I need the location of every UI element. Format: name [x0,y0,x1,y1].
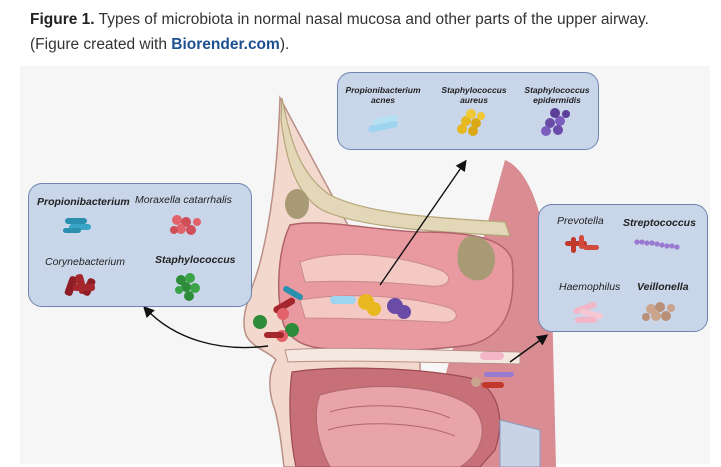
propionibacterium-acnes-cluster [368,114,398,133]
airway [499,419,541,467]
figure-caption: Figure 1. Types of microbiota in normal … [30,7,700,57]
sphenoid-sinus [457,236,496,281]
middle-turbinate [299,253,450,287]
label-haemophilus: Haemophilus [559,281,621,293]
label-moraxella-catarrhalis: Moraxella catarrhalis [135,194,232,206]
upper-nasal-microbiota-panel: Propionibacterium acnes Staphylococcus a… [337,72,599,150]
frontal-sinus [285,189,309,219]
label-veillonella: Veillonella [637,281,689,293]
label-staphylococcus: Staphylococcus [155,254,236,266]
label-propionibacterium: Propionibacterium [37,196,130,208]
label-staphylococcus-aureus: Staphylococcus aureus [441,85,507,105]
label-streptococcus: Streptococcus [623,217,696,229]
nasal-vestibule-microbiota-panel: Propionibacterium Moraxella catarrhalis … [28,183,252,307]
label-corynebacterium: Corynebacterium [45,256,125,268]
arrow-to-left-panel [143,305,269,349]
propionibacterium-cluster [63,218,91,233]
staphylococcus-cluster [175,273,200,301]
haemophilus-cluster [573,301,603,323]
pharynx-microbiota-panel: Prevotella Streptococcus Haemophilus Vei… [538,204,708,332]
staphylococcus-epidermidis-cluster [541,108,570,136]
arrow-to-right-panel [509,334,549,363]
staphylococcus-aureus-cluster [457,109,485,136]
moraxella-catarrhalis-cluster [170,215,201,235]
label-prevotella: Prevotella [557,215,604,227]
caption-text-2: ). [279,36,290,53]
prevotella-cluster [565,235,599,253]
hard-palate [284,347,521,365]
corynebacterium-cluster [64,273,96,296]
biorender-link[interactable]: Biorender.com [171,36,280,53]
label-propionibacterium-acnes: Propionibacterium acnes [345,85,421,105]
arrow-to-top-panel [379,159,467,286]
veillonella-cluster [642,302,675,321]
streptococcus-chain [634,239,680,250]
figure-label: Figure 1. [30,11,95,28]
label-staphylococcus-epidermidis: Staphylococcus epidermidis [524,85,590,105]
caption-text-1: Types of microbiota in normal nasal muco… [30,11,649,53]
